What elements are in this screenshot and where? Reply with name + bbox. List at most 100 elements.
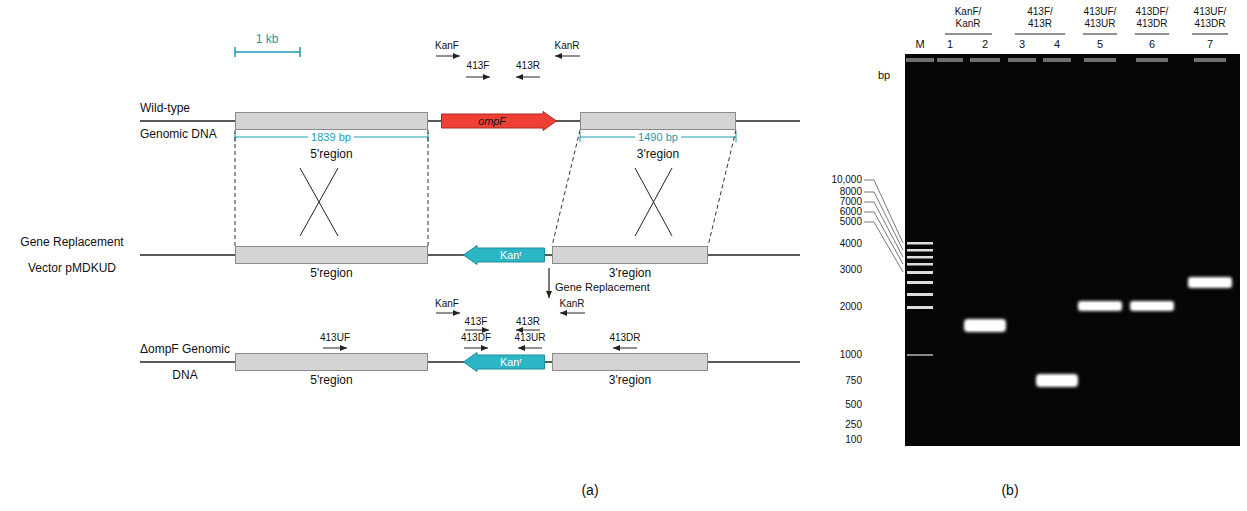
node-outline <box>552 353 708 371</box>
gel-band <box>1191 279 1229 286</box>
gel-band <box>1039 376 1075 385</box>
scale-label: 1 kb <box>256 33 279 47</box>
dashed-connector <box>708 130 736 246</box>
primer-label: 413F <box>467 60 490 72</box>
leader-line <box>864 222 903 272</box>
lane-group-line <box>1135 34 1169 35</box>
lane-label: 3 <box>1019 38 1025 51</box>
gel-band <box>1133 303 1171 309</box>
ladder-band <box>907 281 933 284</box>
box-shape <box>236 247 428 264</box>
homology-region-box: 3'region <box>580 112 736 130</box>
size-label: 2000 <box>840 301 862 313</box>
gene-label: ompF <box>441 111 543 131</box>
size-label: 3000 <box>840 264 862 276</box>
primer-label: 413DR <box>609 332 640 344</box>
homology-region-box: 3'region <box>552 246 708 264</box>
region-label: 3'region <box>609 267 651 281</box>
primer-pair-label: 413F/ 413R <box>1027 6 1053 30</box>
primer-pair-label: 413UF/ 413DR <box>1194 6 1227 30</box>
primer-label: KanF <box>435 298 459 310</box>
primer-arrow <box>613 348 637 349</box>
box-shape <box>236 354 428 371</box>
ladder-band <box>907 249 933 252</box>
primer-pair-label: KanF/ KanR <box>955 6 982 30</box>
size-label: 250 <box>845 419 862 431</box>
homology-region-box: 5'region <box>235 246 428 264</box>
node-outline <box>552 246 708 264</box>
crossover-mark <box>300 168 338 236</box>
gel-band <box>1130 301 1174 311</box>
crossover-mark <box>635 168 672 236</box>
gel-band <box>1036 374 1078 387</box>
lane-label: 4 <box>1054 38 1060 51</box>
lane-label: 1 <box>947 38 953 51</box>
node-outline <box>580 112 736 130</box>
primer-label: KanF <box>435 40 459 52</box>
resistance-gene-arrow: Kanʳ <box>463 352 545 372</box>
primer-label: 413UF <box>320 332 350 344</box>
primer-pair-label: 413UF/ 413UR <box>1084 6 1117 30</box>
lane-label: 6 <box>1149 38 1155 51</box>
arrow-shape <box>464 246 545 265</box>
gel-well <box>937 58 963 62</box>
box-shape <box>553 354 708 371</box>
lane-label: 7 <box>1207 38 1213 51</box>
node-outline <box>235 353 428 371</box>
ladder-band <box>907 306 933 309</box>
ladder-bands <box>907 242 933 356</box>
process-arrow <box>548 268 549 298</box>
row-label: ΔompF Genomic DNA <box>136 336 234 388</box>
gene-label: Kanʳ <box>477 245 545 265</box>
primer-label: 413UR <box>514 332 545 344</box>
region-label: 5'region <box>310 374 352 388</box>
lane-group-line <box>945 34 992 35</box>
gel-well <box>906 58 934 62</box>
primer-pair-label: 413DF/ 413DR <box>1136 6 1169 30</box>
gel-band <box>964 319 1006 332</box>
region-label: 3'region <box>637 148 679 162</box>
row-label: Gene Replacement Vector pMDKUD <box>14 229 130 281</box>
primer-arrow <box>516 330 540 331</box>
primer-arrow <box>436 313 460 314</box>
ladder-band <box>907 354 933 356</box>
gel-well <box>1136 58 1168 62</box>
row-label: Wild-type Genomic DNA <box>140 95 228 147</box>
scale-tick <box>299 47 301 57</box>
lane-group-line <box>1083 34 1117 35</box>
scale-bar <box>235 51 300 53</box>
arrow-shape <box>464 353 545 372</box>
box-shape <box>553 247 708 264</box>
primer-label: KanR <box>554 40 579 52</box>
box-shape <box>581 113 736 130</box>
primer-arrow <box>465 330 489 331</box>
primer-arrow <box>436 56 460 57</box>
homology-region-box: 5'region <box>235 112 428 130</box>
gel-well <box>1008 58 1036 62</box>
panel-label: (a) <box>581 482 598 498</box>
gel-wells <box>906 58 1226 62</box>
gene-arrow: ompF <box>441 111 557 131</box>
gel-well <box>1194 58 1226 62</box>
primer-arrow <box>323 348 347 349</box>
gel-band <box>967 321 1003 330</box>
size-label: 500 <box>845 399 862 411</box>
gel-band <box>1188 277 1232 288</box>
primer-label: 413F <box>465 316 488 328</box>
step-label: Gene Replacement <box>555 281 650 294</box>
gel-well <box>970 58 1000 62</box>
primer-label: KanR <box>559 298 584 310</box>
gel-well <box>1043 58 1071 62</box>
size-label: 100 <box>845 434 862 446</box>
size-label: 5000 <box>840 216 862 228</box>
lane-group-line <box>1192 34 1228 35</box>
primer-arrow <box>560 313 585 314</box>
homology-region-box: 3'region <box>552 353 708 371</box>
arrow-shape <box>442 112 557 131</box>
panel-label: (b) <box>1001 482 1018 498</box>
primer-arrow <box>518 348 542 349</box>
primer-label: 413R <box>516 316 540 328</box>
gel-image <box>905 54 1240 446</box>
gel-well <box>1084 58 1116 62</box>
